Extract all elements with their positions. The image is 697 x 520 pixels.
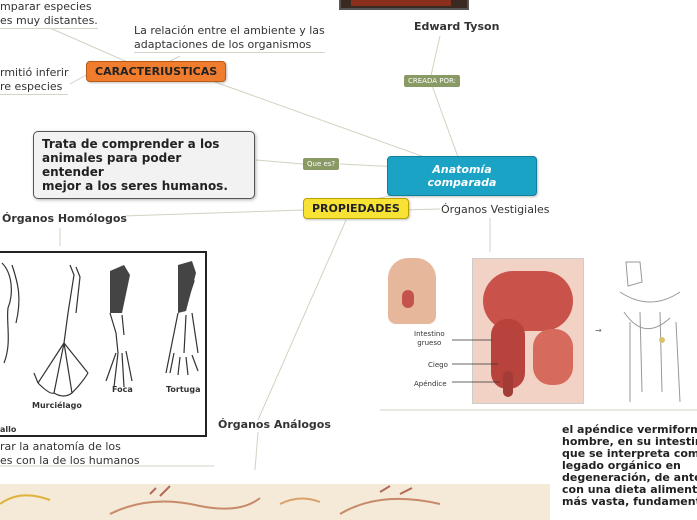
carac-note-top: mparar especies es muy distantes.	[0, 0, 98, 29]
vestigiales-text: el apéndice vermiform hombre, en su inte…	[562, 424, 697, 508]
central-node[interactable]: Anatomía comparada	[387, 156, 537, 196]
line-quees-def	[255, 159, 304, 165]
animal-label-foca: Foca	[112, 385, 133, 394]
part-label-intestino-line-2: grueso	[417, 339, 442, 347]
homologos-note-line-2: es con la de los humanos	[0, 454, 140, 467]
intestine-illustration	[472, 258, 584, 404]
vestigial-pointer-lines	[452, 261, 681, 403]
part-label-apendice: Apéndice	[414, 380, 447, 388]
line-prop-analogos	[257, 219, 347, 421]
line-creada-tyson	[429, 35, 441, 81]
animal-label-murcielago: Murciélago	[32, 401, 82, 410]
homologos-note-line-1: rar la anatomía de los	[0, 440, 121, 453]
wings-drawing	[0, 485, 441, 515]
line-carac-left	[69, 73, 89, 85]
line-central-caracteristicas	[214, 81, 456, 169]
line-central-creada	[429, 79, 463, 169]
creada-por-tag[interactable]: CREADA POR:	[404, 75, 460, 87]
vest-text-line-6: con una dieta aliment	[562, 483, 697, 496]
part-label-intestino-line-1: Intestino	[414, 330, 445, 338]
definition-line-3: mejor a los seres humanos.	[42, 179, 228, 193]
limb-bones-drawing	[1, 261, 199, 397]
carac-note-left-line-2: re especies	[0, 80, 69, 95]
vestigiales-label[interactable]: Órganos Vestigiales	[441, 203, 550, 216]
tyson-portrait-image	[339, 0, 469, 10]
vest-text-line-2: hombre, en su intestin	[562, 435, 697, 448]
vestigiales-image: Intestino grueso Ciego Apéndice →	[380, 252, 697, 407]
line-prop-homo	[124, 209, 305, 217]
vest-text-line-3: que se interpreta com	[562, 447, 697, 460]
carac-note-left-line-1: rmitió inferir	[0, 66, 69, 79]
definition-node[interactable]: Trata de comprender a los animales para …	[33, 131, 255, 199]
torso-illustration	[388, 258, 436, 324]
animal-label-caballo: allo	[0, 425, 17, 434]
carac-note-mid: La relación entre el ambiente y las adap…	[134, 24, 325, 53]
homologos-label[interactable]: Órganos Homólogos	[2, 212, 127, 225]
homologos-note: rar la anatomía de los es con la de los …	[0, 440, 140, 468]
arrow-marker: →	[595, 326, 602, 335]
vest-text-line-7: más vasta, fundament	[562, 495, 697, 508]
caracteristicas-node[interactable]: CARACTERIUSTICAS	[86, 61, 227, 82]
homologos-image: Murciélago Foca Tortuga allo	[0, 251, 207, 437]
definition-line-1: Trata de comprender a los	[42, 137, 220, 151]
vest-text-line-5: degeneración, de ante	[562, 471, 697, 484]
part-label-intestino: Intestino grueso	[414, 330, 445, 348]
tyson-label: Edward Tyson	[414, 20, 500, 33]
vest-text-line-1: el apéndice vermiform	[562, 423, 697, 436]
animal-label-tortuga: Tortuga	[166, 385, 201, 394]
carac-note-mid-line-1: La relación entre el ambiente y las	[134, 24, 325, 37]
line-analogos-img	[254, 431, 259, 471]
vest-text-line-4: legado orgánico en	[562, 459, 681, 472]
carac-note-top-line-2: es muy distantes.	[0, 14, 98, 29]
analogos-image	[0, 484, 550, 520]
propiedades-node[interactable]: PROPIEDADES	[303, 198, 409, 219]
analogos-label[interactable]: Órganos Análogos	[218, 418, 331, 431]
part-label-ciego: Ciego	[428, 361, 448, 369]
carac-note-top-line-1: mparar especies	[0, 0, 92, 13]
carac-note-mid-line-2: adaptaciones de los organismos	[134, 38, 325, 53]
que-es-tag[interactable]: Que es?	[303, 158, 340, 170]
definition-line-2: animales para poder entender	[42, 151, 182, 179]
carac-note-left: rmitió inferir re especies	[0, 66, 69, 95]
